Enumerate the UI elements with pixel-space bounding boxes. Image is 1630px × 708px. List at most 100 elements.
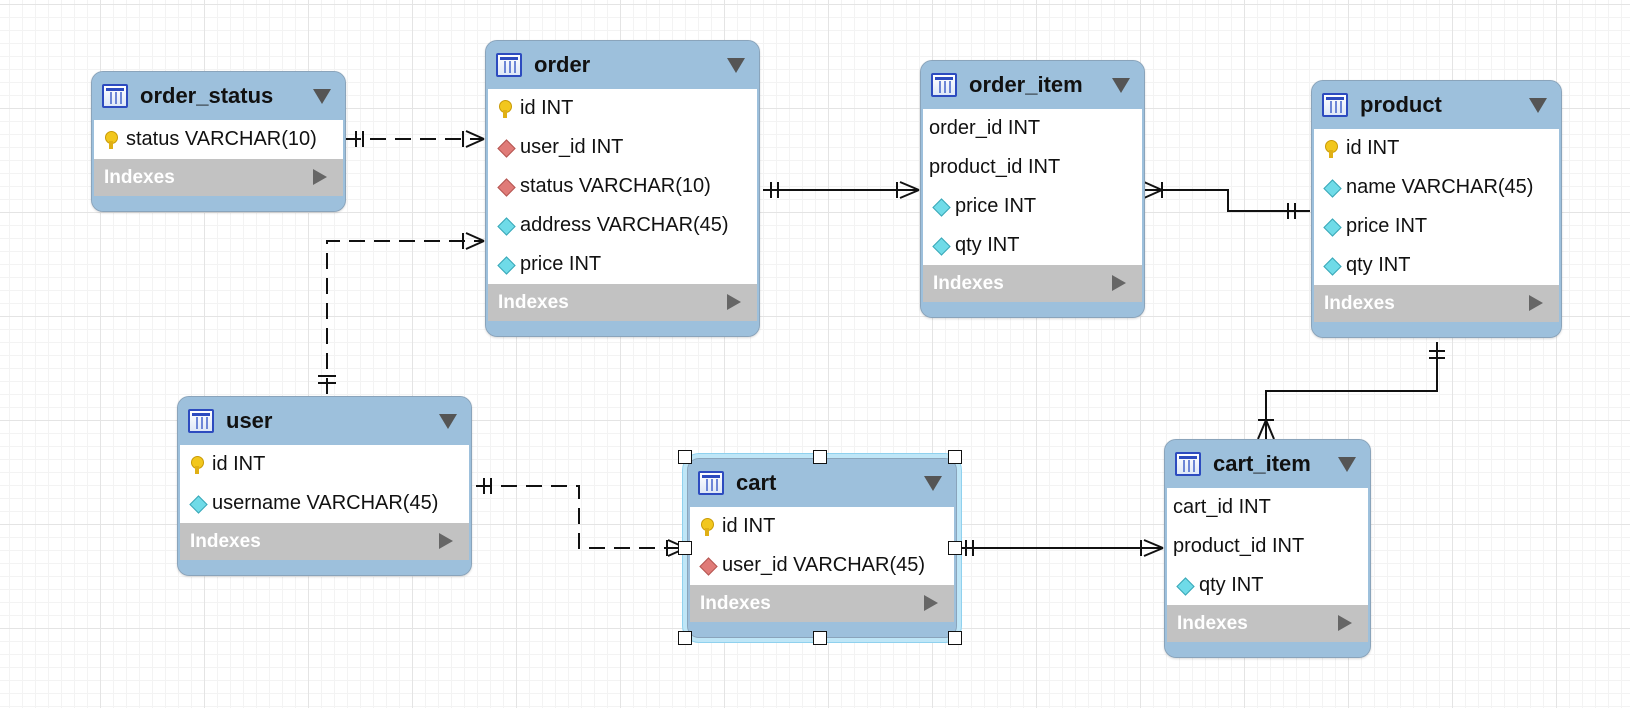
column-row[interactable]: name VARCHAR(45) [1314,168,1559,207]
entity-header[interactable]: cart [688,459,956,507]
collapse-arrow-icon[interactable] [313,89,331,104]
resize-handle-bottom-right[interactable] [948,631,962,645]
entity-order-status[interactable]: order_status status VARCHAR(10) Indexes [91,71,346,212]
attribute-icon [933,197,947,217]
column-row[interactable]: id INT [1314,129,1559,168]
column-label: product_id INT [1173,535,1305,557]
column-label: status VARCHAR(10) [126,128,317,150]
indexes-section[interactable]: Indexes [688,585,956,622]
relationship-product-cart-item[interactable] [1257,342,1445,440]
expand-arrow-icon[interactable] [924,595,938,611]
column-list: id INT name VARCHAR(45) price INT qty IN… [1312,129,1561,285]
entity-cart[interactable]: cart id INT user_id VARCHAR(45) Indexes [687,458,957,638]
table-icon [1175,452,1201,476]
expand-arrow-icon[interactable] [1529,295,1543,311]
entity-title: product [1360,92,1442,117]
expand-arrow-icon[interactable] [439,533,453,549]
entity-cart-item[interactable]: cart_item cart_id INT product_id INT qty… [1164,439,1371,658]
column-label: qty INT [955,234,1020,256]
column-row[interactable]: username VARCHAR(45) [180,484,469,523]
resize-handle-bottom-left[interactable] [678,631,692,645]
indexes-section[interactable]: Indexes [486,284,759,321]
entity-header[interactable]: order_item [921,61,1144,109]
column-row[interactable]: cart_id INT [1167,488,1368,527]
entity-title: cart [736,470,777,495]
table-icon [698,471,724,495]
collapse-arrow-icon[interactable] [439,414,457,429]
entity-header[interactable]: user [178,397,471,445]
expand-arrow-icon[interactable] [727,294,741,310]
entity-title: user [226,408,273,433]
column-label: id INT [212,453,266,475]
column-row[interactable]: price INT [1314,207,1559,246]
resize-handle-left[interactable] [678,541,692,555]
column-row[interactable]: qty INT [923,226,1142,265]
entity-order[interactable]: order id INT user_id INT status VARCHAR(… [485,40,760,337]
entity-order-item[interactable]: order_item order_id INT product_id INT p… [920,60,1145,318]
entity-footer [92,196,345,211]
column-list: id INT user_id VARCHAR(45) [688,507,956,585]
column-label: price INT [1346,215,1428,237]
resize-handle-bottom[interactable] [813,631,827,645]
collapse-arrow-icon[interactable] [727,58,745,73]
column-row[interactable]: id INT [690,507,954,546]
column-row[interactable]: user_id INT [488,128,757,167]
table-icon [1322,93,1348,117]
key-icon [190,455,204,475]
collapse-arrow-icon[interactable] [924,476,942,491]
relationship-cart-cart-item[interactable] [960,539,1164,557]
entity-title: cart_item [1213,451,1311,476]
entity-header[interactable]: order_status [92,72,345,120]
column-row[interactable]: address VARCHAR(45) [488,206,757,245]
entity-title: order_item [969,72,1083,97]
entity-user[interactable]: user id INT username VARCHAR(45) Indexes [177,396,472,576]
relationship-user-cart[interactable] [476,478,687,557]
column-row[interactable]: price INT [923,187,1142,226]
column-label: id INT [1346,137,1400,159]
attribute-icon [1177,576,1191,596]
column-label: price INT [955,195,1037,217]
expand-arrow-icon[interactable] [1338,615,1352,631]
resize-handle-top-right[interactable] [948,450,962,464]
resize-handle-right[interactable] [948,541,962,555]
collapse-arrow-icon[interactable] [1338,457,1356,472]
column-row[interactable]: price INT [488,245,757,284]
column-row[interactable]: product_id INT [1167,527,1368,566]
indexes-label: Indexes [933,272,1004,294]
column-row[interactable]: user_id VARCHAR(45) [690,546,954,585]
relationship-order-status-order[interactable] [345,130,485,148]
entity-header[interactable]: cart_item [1165,440,1370,488]
column-row[interactable]: order_id INT [923,109,1142,148]
entity-title: order [534,52,591,77]
indexes-section[interactable]: Indexes [178,523,471,560]
key-icon [498,99,512,119]
indexes-section[interactable]: Indexes [1312,285,1561,322]
foreign-key-icon [498,138,512,158]
column-row[interactable]: qty INT [1167,566,1368,605]
relationship-product-order-item[interactable] [1143,181,1310,219]
relationship-order-order-item[interactable] [763,181,920,199]
relationship-user-order[interactable] [318,232,485,394]
column-row[interactable]: id INT [488,89,757,128]
collapse-arrow-icon[interactable] [1529,98,1547,113]
expand-arrow-icon[interactable] [313,169,327,185]
resize-handle-top-left[interactable] [678,450,692,464]
indexes-section[interactable]: Indexes [1165,605,1370,642]
column-row[interactable]: status VARCHAR(10) [488,167,757,206]
entity-product[interactable]: product id INT name VARCHAR(45) price IN… [1311,80,1562,338]
indexes-section[interactable]: Indexes [921,265,1144,302]
key-icon [104,130,118,150]
entity-footer [688,622,956,637]
indexes-section[interactable]: Indexes [92,159,345,196]
column-row[interactable]: qty INT [1314,246,1559,285]
attribute-icon [1324,178,1338,198]
collapse-arrow-icon[interactable] [1112,78,1130,93]
column-row[interactable]: id INT [180,445,469,484]
resize-handle-top[interactable] [813,450,827,464]
expand-arrow-icon[interactable] [1112,275,1126,291]
column-row[interactable]: status VARCHAR(10) [94,120,343,159]
column-row[interactable]: product_id INT [923,148,1142,187]
entity-header[interactable]: order [486,41,759,89]
entity-header[interactable]: product [1312,81,1561,129]
